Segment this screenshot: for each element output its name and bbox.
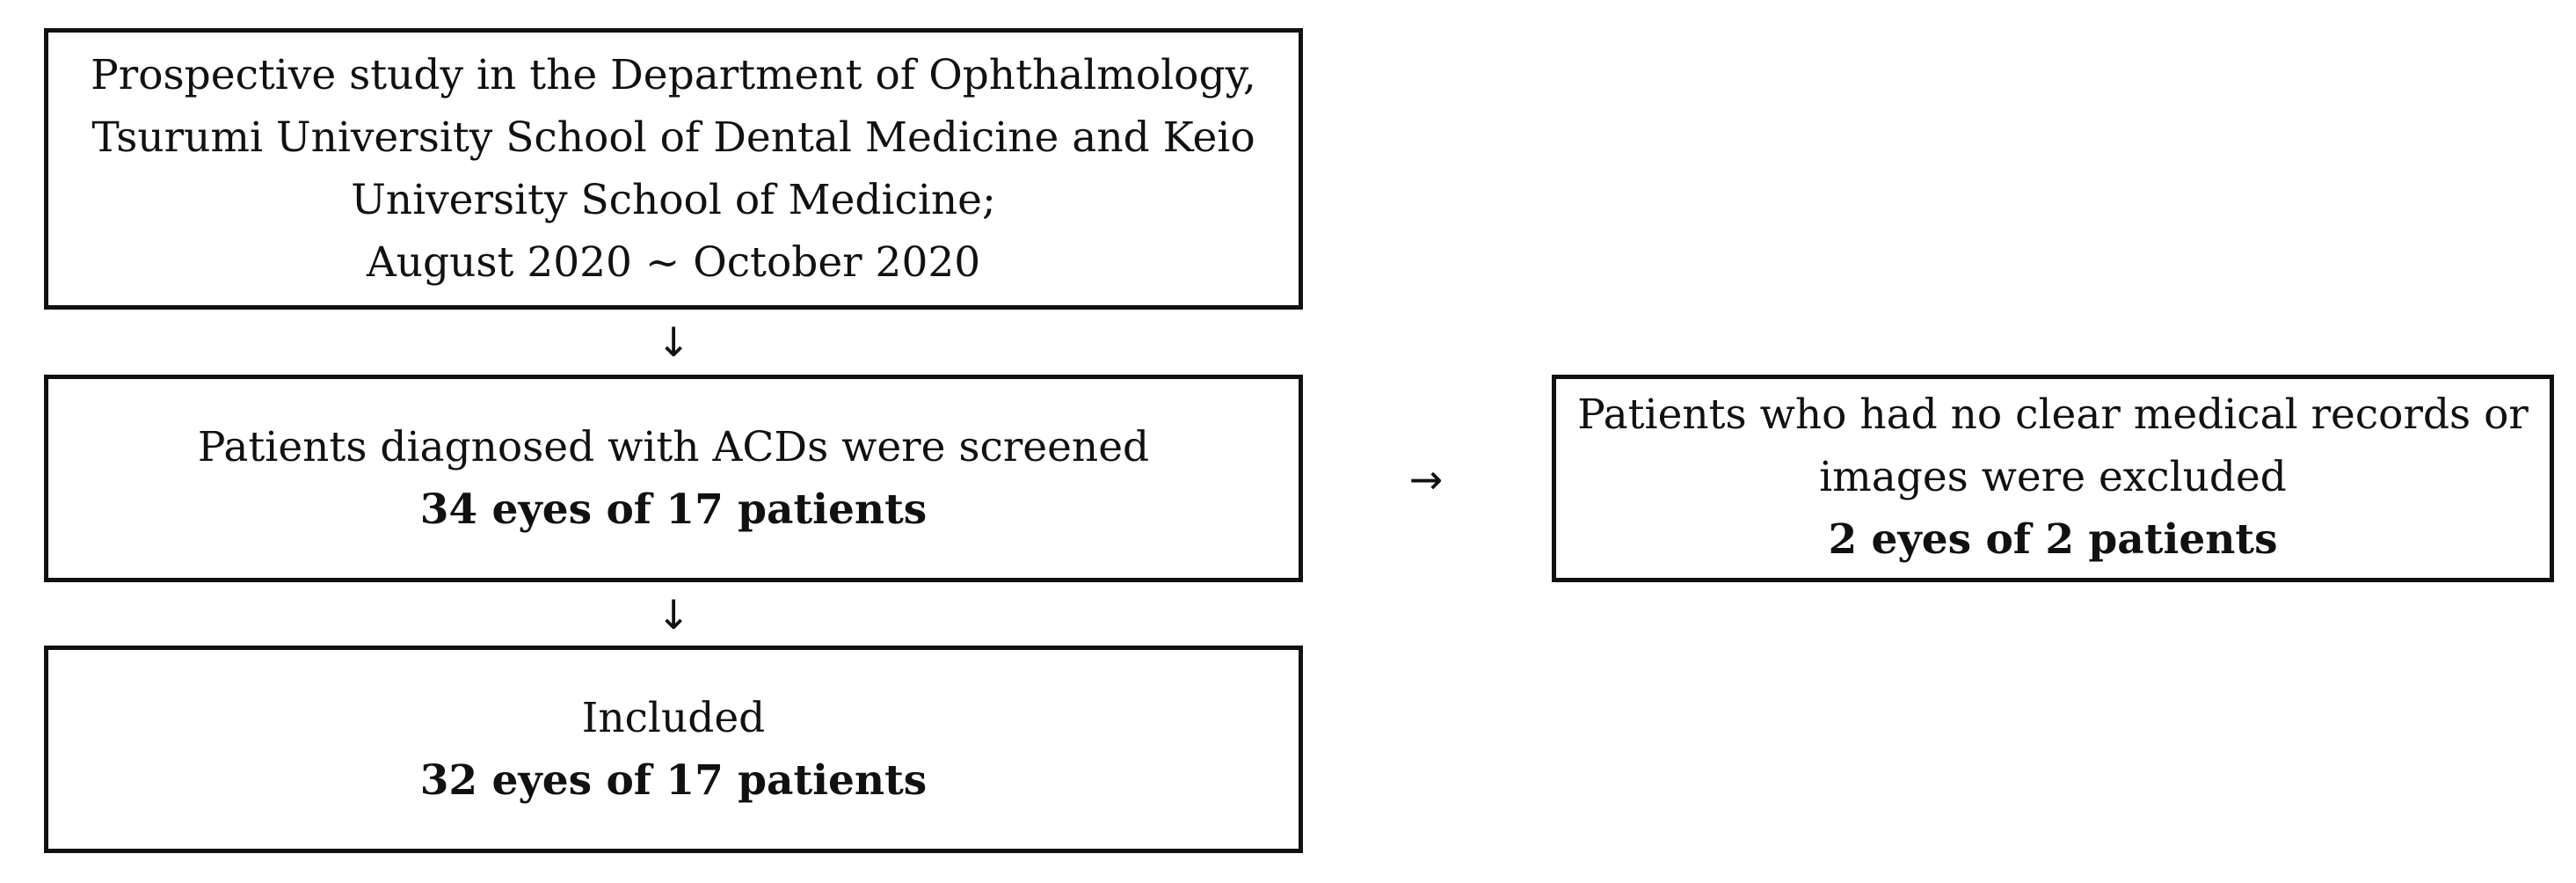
study-line-1: Prospective study in the Department of O… (91, 51, 1256, 99)
down-arrow-icon: ↓ (656, 318, 691, 366)
screened-label: Patients diagnosed with ACDs were screen… (197, 423, 1150, 471)
excluded-label-line-2: images were excluded (1819, 452, 2287, 501)
included-label: Included (581, 694, 766, 742)
included-count: 32 eyes of 17 patients (419, 756, 928, 805)
study-line-2: Tsurumi University School of Dental Medi… (91, 113, 1255, 162)
included-patients-box: Included 32 eyes of 17 patients (44, 646, 1303, 853)
screened-patients-box: Patients diagnosed with ACDs were screen… (44, 375, 1303, 582)
right-arrow-icon: → (1408, 456, 1444, 503)
study-period: August 2020 ~ October 2020 (366, 238, 981, 287)
excluded-patients-box: Patients who had no clear medical record… (1552, 375, 2554, 582)
screened-count: 34 eyes of 17 patients (419, 485, 928, 534)
study-description-box: Prospective study in the Department of O… (44, 28, 1303, 310)
excluded-label-line-1: Patients who had no clear medical record… (1577, 390, 2529, 439)
study-line-3: University School of Medicine; (351, 176, 996, 224)
down-arrow-icon: ↓ (656, 591, 691, 639)
excluded-count: 2 eyes of 2 patients (1828, 514, 2278, 564)
